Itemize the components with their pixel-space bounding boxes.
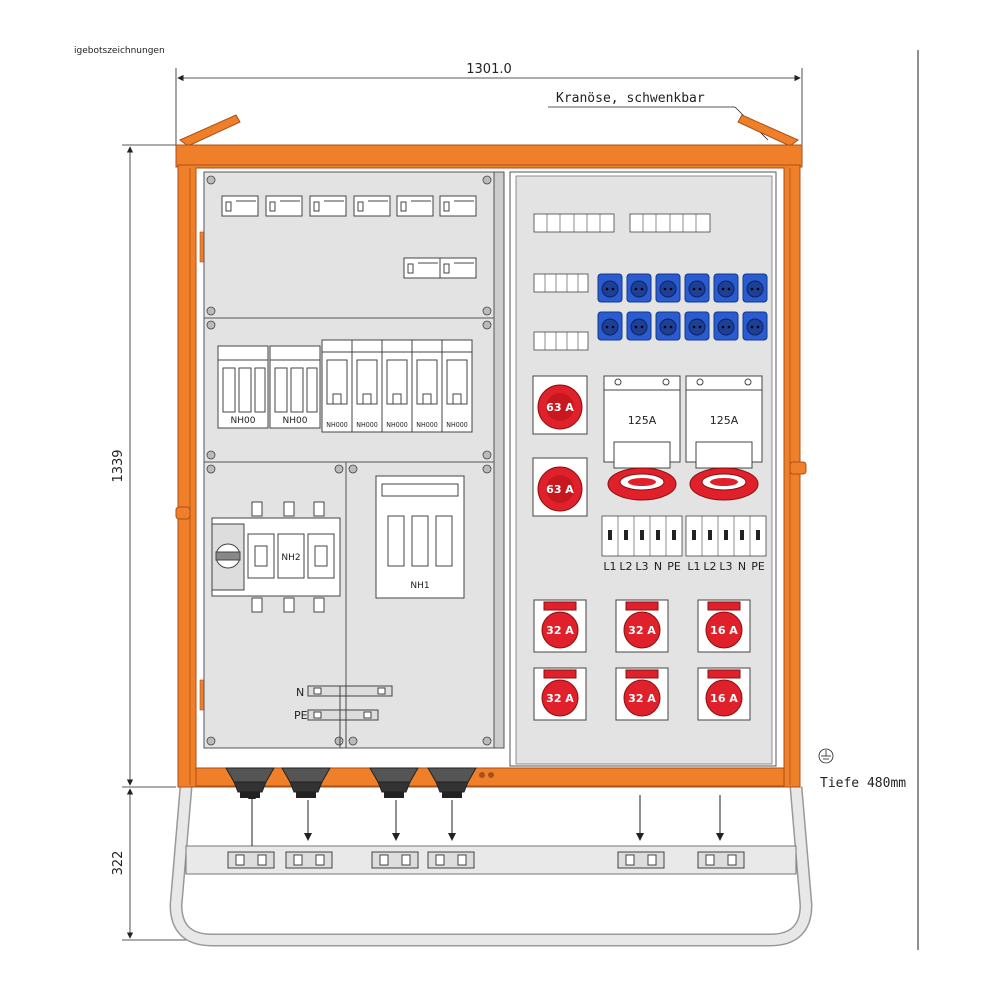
nh000-fuse: NH000 [411, 339, 443, 433]
n-bar-label: N [296, 686, 304, 699]
cee-63a-label: 63 A [546, 401, 574, 414]
cee-32a-label: 32 A [628, 692, 656, 705]
nh000-fuse: NH000 [381, 339, 413, 433]
base-clamps [227, 851, 745, 869]
schuko-socket [684, 273, 710, 303]
terminal-blocks: L1 L2 L3 N PE L1 L2 L3 N PE [601, 515, 767, 573]
terminal-label: L2 [619, 560, 632, 573]
width-dimension-label: 1301.0 [466, 62, 512, 77]
cee-125a-label: 125A [628, 414, 657, 427]
cable-glands [225, 767, 494, 798]
height-dimension-label: 1339 [111, 449, 126, 482]
cee-32a-socket: 32 A [533, 599, 587, 653]
nh000-fuse-row: NH000 NH000 NH000 NH000 [321, 339, 473, 433]
cee-16a-socket: 16 A [697, 667, 751, 721]
terminal-label: N [738, 560, 746, 573]
nh000-fuse-label: NH000 [446, 421, 467, 429]
meter-row [221, 195, 477, 279]
schuko-socket [713, 273, 739, 303]
n-pe-busbars: N PE [294, 685, 393, 748]
nh1-fuse: NH1 [375, 475, 465, 599]
nh00-fuse-b: NH00 [269, 345, 321, 429]
cee-63a-socket: 63 A [532, 375, 588, 435]
terminal-label: PE [751, 560, 765, 573]
nh000-fuse-label: NH000 [326, 421, 347, 429]
nh000-fuse-label: NH000 [356, 421, 377, 429]
nh00-fuse-a-label: NH00 [231, 416, 256, 426]
base-dimension-label: 322 [111, 851, 126, 876]
schuko-socket [626, 311, 652, 341]
width-dimension: 1301.0 [175, 62, 803, 145]
nh000-fuse: NH000 [321, 339, 353, 433]
schuko-socket [742, 311, 768, 341]
schuko-socket [597, 311, 623, 341]
schuko-socket [684, 311, 710, 341]
schuko-socket [655, 311, 681, 341]
nh000-fuse-label: NH000 [416, 421, 437, 429]
cee-32a-socket: 32 A [615, 599, 669, 653]
schuko-socket [713, 311, 739, 341]
terminal-label: L1 [687, 560, 700, 573]
main-switch-nh2: NH2 [211, 501, 341, 613]
nh1-label: NH1 [410, 581, 429, 591]
cable-entry-arrows [248, 791, 724, 846]
crane-eye-callout: Kranöse, schwenkbar [548, 91, 769, 141]
nh000-fuse: NH000 [351, 339, 383, 433]
nh00-fuse-a: NH00 [217, 345, 269, 429]
nh000-fuse: NH000 [441, 339, 473, 433]
cee-16a-label: 16 A [710, 624, 738, 637]
nh00-fuse-b-label: NH00 [283, 416, 308, 426]
crane-eye-label: Kranöse, schwenkbar [556, 91, 705, 106]
schuko-socket [655, 273, 681, 303]
schuko-socket [597, 273, 623, 303]
cee-125a-socket: 125A [603, 375, 681, 501]
mcb-dividers [544, 214, 697, 350]
cee-32a-label: 32 A [628, 624, 656, 637]
cee-32a-label: 32 A [546, 692, 574, 705]
schuko-socket [626, 273, 652, 303]
base-dimension: 322 [111, 788, 190, 941]
height-dimension: 1339 [111, 144, 176, 788]
terminal-label: L1 [603, 560, 616, 573]
earth-icon [818, 748, 834, 764]
schuko-socket [742, 273, 768, 303]
cee-125a-label: 125A [710, 414, 739, 427]
cee-32a-socket: 32 A [615, 667, 669, 721]
terminal-label: L2 [703, 560, 716, 573]
pe-bar-label: PE [294, 709, 308, 722]
caption-text: igebotszeichnungen [74, 46, 165, 56]
terminal-label: PE [667, 560, 681, 573]
terminal-label: L3 [635, 560, 648, 573]
nh2-label: NH2 [281, 553, 300, 563]
base-frame [169, 786, 813, 947]
cee-16a-socket: 16 A [697, 599, 751, 653]
mcb-rows [533, 213, 711, 351]
nh000-fuse-label: NH000 [386, 421, 407, 429]
cee-32a-label: 32 A [546, 624, 574, 637]
terminal-label: N [654, 560, 662, 573]
depth-label: Tiefe 480mm [820, 776, 906, 791]
cee-16a-label: 16 A [710, 692, 738, 705]
terminal-label: L3 [719, 560, 732, 573]
cee-63a-label: 63 A [546, 483, 574, 496]
cee-63a-socket: 63 A [532, 457, 588, 517]
schuko-socket-grid [597, 273, 768, 341]
cee-32a-socket: 32 A [533, 667, 587, 721]
cee-125a-socket: 125A [685, 375, 763, 501]
